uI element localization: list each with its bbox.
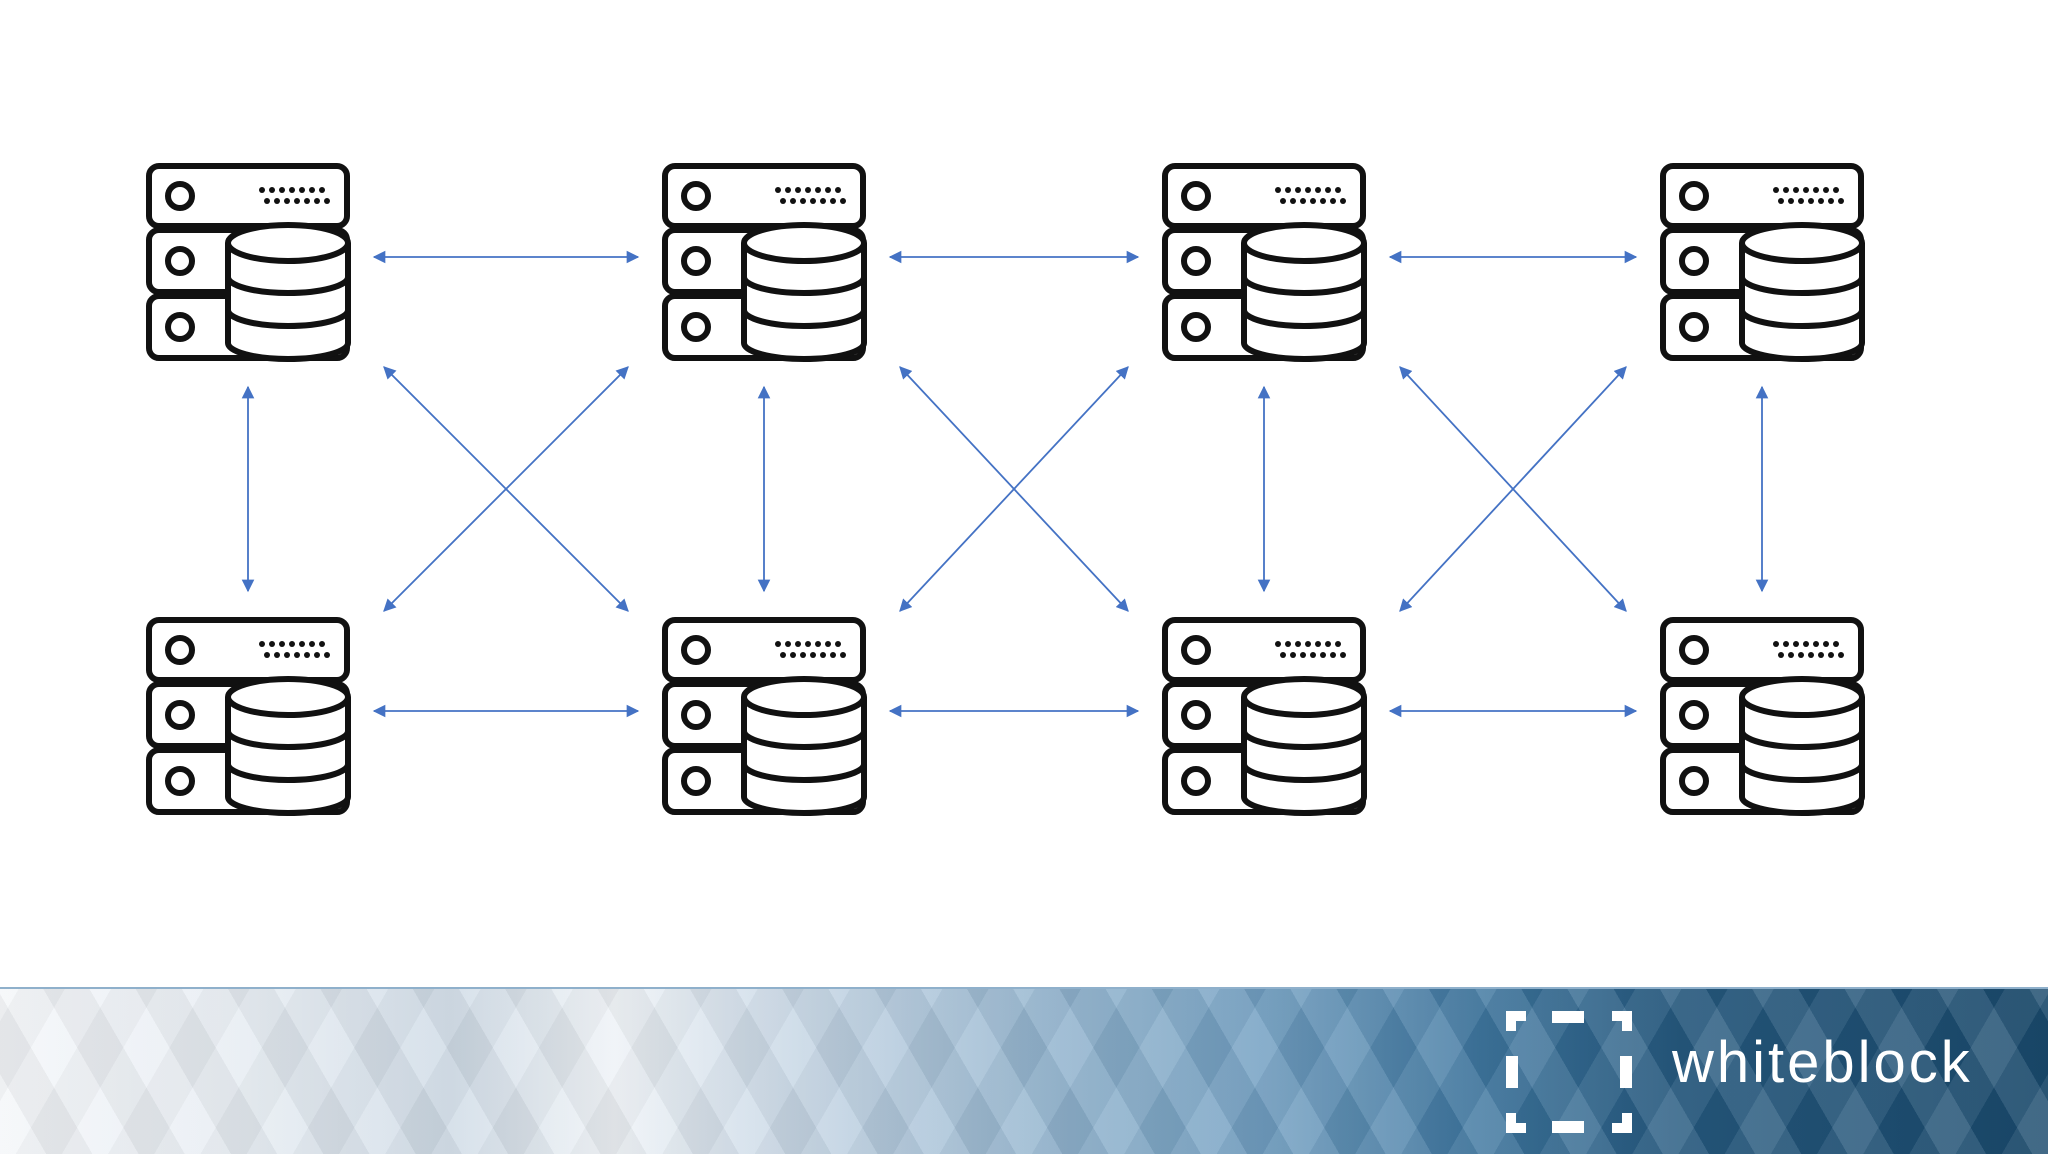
bidirectional-arrow [1399,366,1627,612]
server-database-icon [1165,166,1364,359]
server-database-icon [149,620,348,813]
nodes [149,166,1862,813]
connections [241,250,1769,718]
whiteblock-logo-icon [1506,1011,1632,1133]
server-database-icon [149,166,348,359]
bidirectional-arrow [899,366,1129,612]
server-database-icon [665,166,864,359]
bidirectional-arrow [383,366,629,612]
footer-band: whiteblock [0,987,2048,1154]
brand-name: whiteblock [1672,1030,1973,1095]
server-database-icon [1663,166,1862,359]
server-database-icon [1663,620,1862,813]
server-database-icon [1165,620,1364,813]
server-database-icon [665,620,864,813]
